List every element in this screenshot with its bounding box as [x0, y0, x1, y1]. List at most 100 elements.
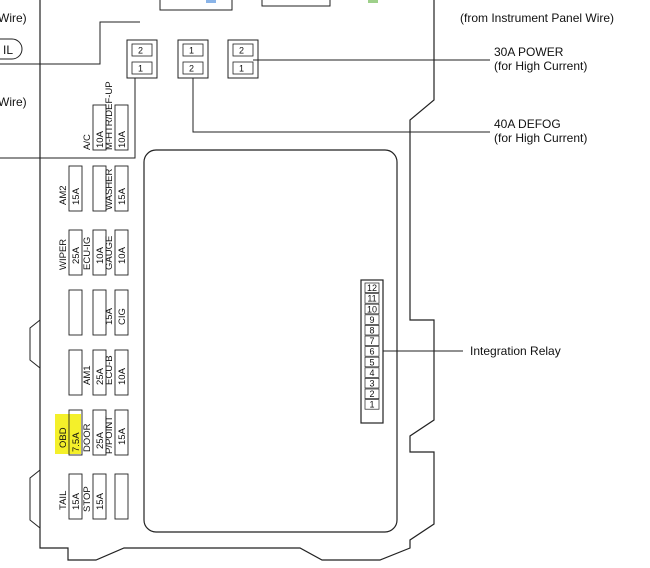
- leader-wire-2: [0, 78, 136, 159]
- svg-text:STOP: STOP: [82, 486, 93, 512]
- svg-text:TAIL: TAIL: [58, 491, 69, 510]
- power-label: 30A POWER: [494, 45, 564, 59]
- relay-pin: [364, 378, 380, 389]
- fuse-ppoint: P/POINT 15A: [104, 409, 129, 456]
- blue-mark: [206, 0, 216, 3]
- fuse-cig: 15A: [92, 289, 115, 336]
- relay-pin-number: 4: [369, 368, 374, 378]
- relay-pin-number: 11: [367, 294, 376, 304]
- top-fuse-2: 1 2: [177, 39, 209, 79]
- integration-relay-label: Integration Relay: [470, 344, 561, 358]
- relay-pin-number: 3: [369, 379, 374, 389]
- fuse-number: 2: [189, 64, 194, 74]
- fuse-number: 2: [239, 46, 244, 56]
- svg-text:DOOR: DOOR: [82, 423, 93, 452]
- svg-text:15A: 15A: [104, 307, 115, 325]
- fuse-ac: A/C 10A: [82, 104, 107, 151]
- defog-sub-label: (for High Current): [494, 131, 587, 145]
- svg-text:25A: 25A: [71, 246, 82, 264]
- fuse-gauge: GAUGE 10A: [104, 229, 129, 276]
- svg-text:GAUGE: GAUGE: [104, 236, 115, 270]
- svg-text:WASHER: WASHER: [104, 169, 115, 210]
- relay-pin-number: 2: [369, 389, 374, 399]
- svg-text:15A: 15A: [71, 492, 82, 510]
- svg-text:ECU-IG: ECU-IG: [82, 237, 93, 270]
- svg-text:CIG: CIG: [117, 308, 128, 325]
- svg-text:WIPER: WIPER: [58, 239, 69, 270]
- fuse-number: 1: [138, 64, 143, 74]
- svg-text:P/POINT: P/POINT: [104, 416, 115, 454]
- fuse-am2: AM2 15A: [58, 165, 83, 212]
- top-fuse-1: 2 1: [126, 39, 158, 79]
- obd-highlight: [55, 414, 81, 454]
- tab-left: [29, 319, 41, 369]
- leader-defog: [192, 78, 490, 133]
- left-wire-label-1: Wire): [0, 11, 27, 25]
- fuse-number: 1: [239, 64, 244, 74]
- green-mark: [368, 0, 378, 3]
- svg-text:ECU-B: ECU-B: [104, 355, 115, 385]
- svg-text:15A: 15A: [71, 187, 82, 205]
- power-sub-label: (for High Current): [494, 59, 587, 73]
- fuse-stop: STOP 15A: [82, 473, 107, 520]
- svg-text:A/C: A/C: [82, 134, 93, 150]
- fuse-number: 2: [138, 46, 143, 56]
- relay-pin: [364, 388, 380, 399]
- tab-left-2: [29, 469, 41, 529]
- fuse-door: DOOR 25A: [82, 409, 107, 456]
- defog-label: 40A DEFOG: [494, 117, 561, 131]
- fuse-box-outline: [39, 0, 435, 561]
- fuse-obd: OBD 7.5A: [58, 409, 83, 456]
- svg-text:10A: 10A: [117, 367, 128, 385]
- relay-pin-number: 1: [369, 400, 374, 410]
- svg-text:10A: 10A: [117, 130, 128, 148]
- relay-pin: [364, 303, 380, 315]
- svg-text:25A: 25A: [95, 431, 106, 449]
- fuse-slot-empty: [68, 349, 83, 396]
- fuse-tail: TAIL 15A: [58, 473, 83, 520]
- relay-pin: [364, 314, 380, 325]
- relay-pin: [364, 346, 380, 357]
- relay-pin: [364, 367, 380, 378]
- relay-pin-number: 8: [369, 326, 374, 336]
- relay-pin: [364, 325, 380, 336]
- relay-pin-number: 12: [367, 283, 377, 293]
- left-wire-label-2: Wire): [0, 95, 27, 109]
- il-bubble: [0, 38, 23, 60]
- top-fuse-3: 2 1: [227, 39, 259, 79]
- relay-pin-number: 9: [369, 315, 374, 325]
- relay-pin: [364, 356, 380, 368]
- fuse-ecuig: ECU-IG 10A: [82, 229, 107, 276]
- relay-pin: [364, 335, 380, 346]
- fuse-slot-empty: [68, 289, 83, 336]
- svg-text:AM2: AM2: [58, 185, 69, 205]
- fuse-ecub: ECU-B 10A: [104, 349, 129, 396]
- svg-text:7.5A: 7.5A: [71, 432, 82, 452]
- fuse-am1: AM1 25A: [82, 349, 107, 396]
- relay-pin: [364, 293, 380, 304]
- svg-text:10A: 10A: [95, 246, 106, 264]
- svg-text:OBD: OBD: [58, 427, 69, 448]
- relay-pin-number: 10: [367, 304, 377, 314]
- leader-il: [0, 21, 140, 65]
- relay-pin: [364, 282, 380, 293]
- relay-pin-number: 7: [369, 336, 374, 346]
- fuse-slot-empty: [114, 473, 129, 520]
- relay-pin: [364, 399, 380, 410]
- svg-text:15A: 15A: [117, 427, 128, 445]
- svg-text:M-HTR/DEF-UP: M-HTR/DEF-UP: [104, 81, 115, 150]
- relay-pin-number: 6: [369, 347, 374, 357]
- svg-text:15A: 15A: [95, 492, 106, 510]
- il-label: IL: [3, 43, 13, 57]
- svg-text:10A: 10A: [95, 130, 106, 148]
- relay-pin-number: 5: [369, 357, 374, 367]
- svg-text:AM1: AM1: [82, 365, 93, 385]
- fuse-number: 1: [189, 46, 194, 56]
- fuse-mhtr: M-HTR/DEF-UP 10A: [104, 81, 129, 151]
- top-connector: [159, 0, 233, 11]
- fuse-wiper: WIPER 25A: [58, 229, 83, 276]
- instrument-wire-label: (from Instrument Panel Wire): [460, 11, 614, 25]
- fuse-cig-2: CIG: [114, 289, 129, 336]
